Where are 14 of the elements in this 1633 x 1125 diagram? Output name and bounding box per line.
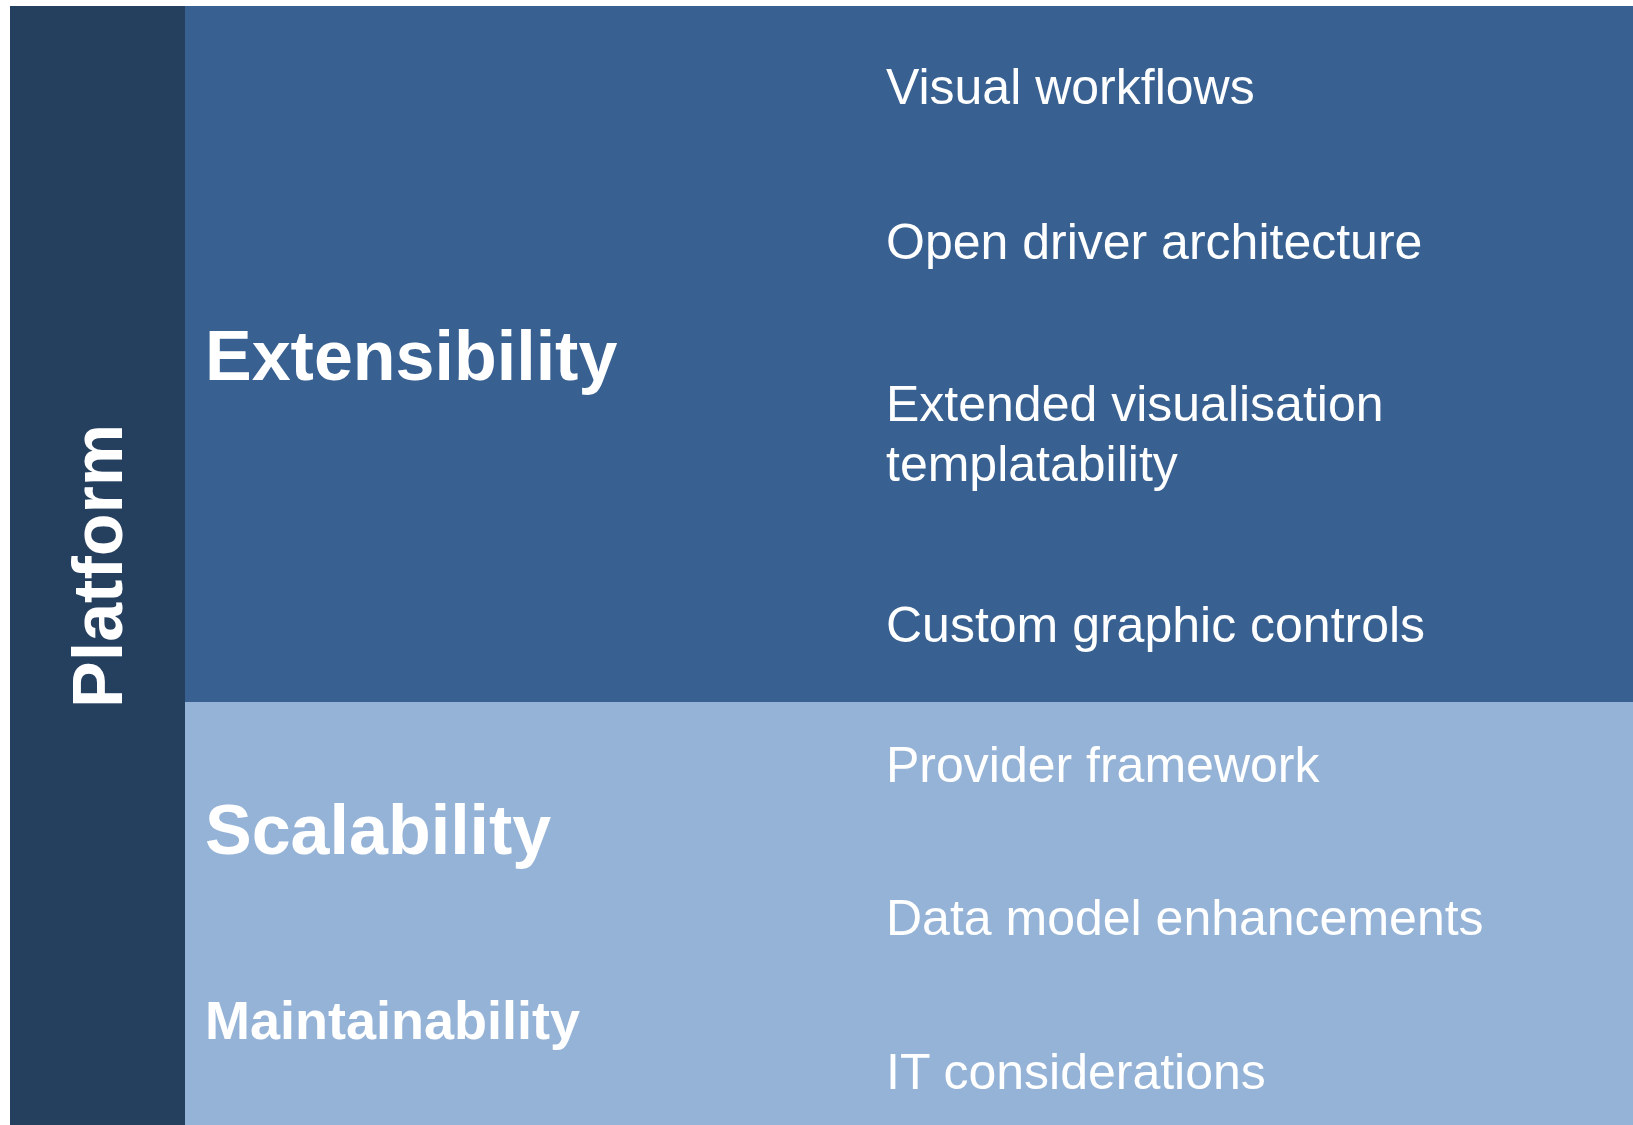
category-heading: Maintainability [205,988,581,1052]
feature-item: IT considerations [886,1043,1267,1102]
vertical-label: Platform [58,424,138,708]
vertical-label-bar [10,6,185,1125]
category-heading: Extensibility [205,316,618,397]
category-band [185,6,1633,702]
feature-item: Extended visualisation templatability [886,375,1385,494]
feature-item: Visual workflows [886,58,1256,117]
category-heading: Scalability [205,790,552,871]
category-band [185,702,1633,1125]
feature-item: Provider framework [886,736,1321,795]
feature-item: Data model enhancements [886,889,1485,948]
feature-item: Custom graphic controls [886,596,1427,655]
feature-item: Open driver architecture [886,213,1424,272]
